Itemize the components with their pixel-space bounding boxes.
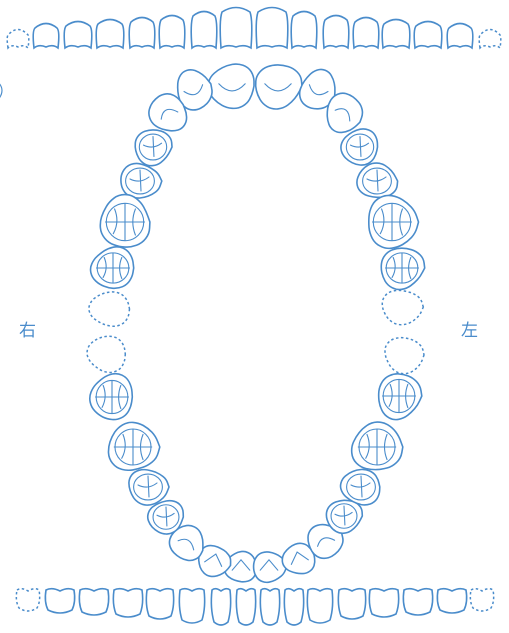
upper-missing-tooth (7, 30, 29, 49)
lower-tooth-front (338, 589, 365, 619)
upper-right-second-molar (91, 247, 134, 289)
upper-tooth-front (323, 16, 349, 49)
patient-left-label: 左 (461, 316, 478, 341)
lower-tooth-front (260, 589, 279, 625)
lower-tooth-front (113, 589, 142, 617)
upper-right-first-premolar (135, 130, 172, 166)
lower-tooth-front (369, 589, 398, 617)
lower-right-second-premolar (129, 470, 169, 506)
upper-tooth-front (129, 18, 155, 49)
lower-right-second-molar (90, 374, 133, 420)
upper-right-first-molar (100, 195, 150, 248)
lower-front-view-strip (16, 589, 493, 625)
upper-left-second-molar (381, 248, 424, 289)
upper-tooth-front (159, 16, 185, 49)
lower-left-first-molar (352, 422, 403, 470)
occlusal-arch (0, 64, 425, 582)
lower-right-third-molar-missing (87, 336, 125, 372)
lower-left-central-incisor (254, 552, 287, 582)
lower-left-first-premolar (326, 500, 362, 533)
lower-tooth-front (284, 589, 303, 625)
upper-left-third-molar-missing (382, 290, 423, 324)
upper-left-first-premolar (341, 129, 378, 165)
edge-arc-mark (0, 82, 2, 100)
upper-left-second-premolar (357, 163, 398, 197)
upper-tooth-front (220, 8, 252, 49)
upper-left-first-molar (369, 195, 419, 248)
patient-right-label: 右 (19, 316, 36, 341)
upper-tooth-front (382, 20, 410, 49)
upper-left-central-incisor (256, 65, 302, 109)
upper-tooth-front (191, 12, 217, 49)
lower-right-first-premolar (148, 501, 184, 534)
lower-tooth-front (307, 589, 332, 623)
lower-missing-tooth (470, 589, 493, 611)
upper-front-view-strip (7, 8, 501, 49)
upper-tooth-front (353, 18, 379, 49)
lower-left-third-molar-missing (385, 338, 424, 374)
lower-right-first-molar (108, 422, 159, 470)
lower-tooth-front (403, 589, 432, 615)
lower-tooth-front (79, 589, 108, 615)
upper-tooth-front (291, 12, 317, 49)
lower-left-second-molar (379, 374, 422, 420)
upper-tooth-front (256, 8, 288, 49)
lower-tooth-front (211, 589, 230, 625)
upper-tooth-front (33, 24, 59, 49)
lower-tooth-front (437, 589, 466, 613)
upper-right-second-premolar (121, 163, 162, 198)
upper-tooth-front (447, 24, 473, 49)
lower-tooth-front (236, 589, 255, 625)
lower-missing-tooth (16, 589, 39, 611)
upper-tooth-front (96, 20, 124, 49)
upper-tooth-front (64, 22, 92, 49)
lower-tooth-front (45, 589, 74, 613)
upper-missing-tooth (479, 30, 501, 49)
lower-tooth-front (179, 589, 204, 623)
upper-right-third-molar-missing (89, 292, 130, 326)
lower-tooth-front (146, 589, 173, 619)
upper-right-central-incisor (208, 64, 254, 108)
upper-tooth-front (414, 22, 442, 49)
